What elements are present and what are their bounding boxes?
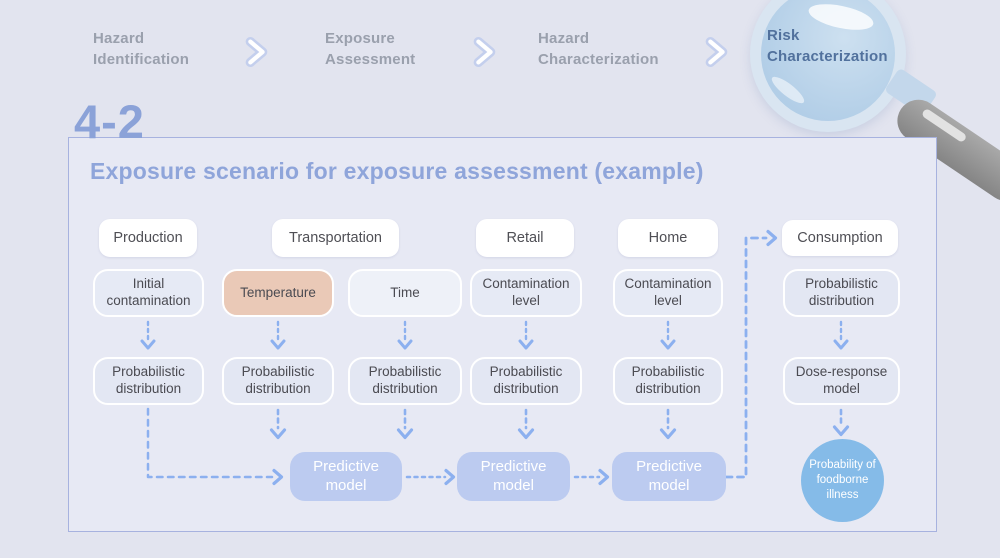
section-title: Exposure scenario for exposure assessmen… (90, 158, 704, 184)
node-temperature-highlighted: Temperature (222, 269, 334, 317)
step-label-line2: Characterization (767, 48, 888, 66)
node-probabilistic-distribution-temperature: Probabilistic distribution (222, 357, 334, 405)
chevron-right-icon (700, 36, 732, 68)
outcome-probability-foodborne-illness: Probability of foodborne illness (801, 439, 884, 522)
node-probabilistic-distribution-time: Probabilistic distribution (348, 357, 462, 405)
node-time: Time (348, 269, 462, 317)
node-probabilistic-distribution-consumption: Probabilistic distribution (783, 269, 900, 317)
chevron-right-icon (240, 36, 272, 68)
section-number: 4-2 (74, 95, 145, 148)
stage-pill-consumption: Consumption (782, 220, 898, 256)
predictive-model-3: Predictive model (612, 452, 726, 501)
predictive-model-2: Predictive model (457, 452, 570, 501)
predictive-model-1: Predictive model (290, 452, 402, 501)
node-initial-contamination: Initial contamination (93, 269, 204, 317)
node-contamination-level-retail: Contamination level (470, 269, 582, 317)
stage-pill-production: Production (99, 219, 197, 257)
stage-pill-home: Home (618, 219, 718, 257)
node-probabilistic-distribution-production: Probabilistic distribution (93, 357, 204, 405)
step-label-line2: Identification (93, 51, 190, 69)
step-label-line1: Hazard (93, 30, 145, 47)
stepper-step-hazard-identification: Hazard Identification (93, 28, 189, 71)
step-label-line1: Exposure (325, 30, 395, 47)
stage-pill-retail: Retail (476, 219, 574, 257)
node-probabilistic-distribution-home: Probabilistic distribution (613, 357, 723, 405)
chevron-right-icon (468, 36, 500, 68)
node-dose-response-model: Dose-response model (783, 357, 900, 405)
node-probabilistic-distribution-retail: Probabilistic distribution (470, 357, 582, 405)
step-label-line1: Risk (767, 27, 800, 44)
stepper-step-risk-characterization: Risk Characterization (767, 25, 888, 68)
step-label-line2: Characterization (538, 51, 659, 69)
stepper-step-hazard-characterization: Hazard Characterization (538, 28, 659, 71)
stage-pill-transportation: Transportation (272, 219, 399, 257)
stepper-step-exposure-assessment: Exposure Assessment (325, 28, 415, 71)
step-label-line1: Hazard (538, 30, 590, 47)
magnifier-lens (750, 0, 906, 132)
node-contamination-level-home: Contamination level (613, 269, 723, 317)
step-label-line2: Assessment (325, 51, 416, 69)
